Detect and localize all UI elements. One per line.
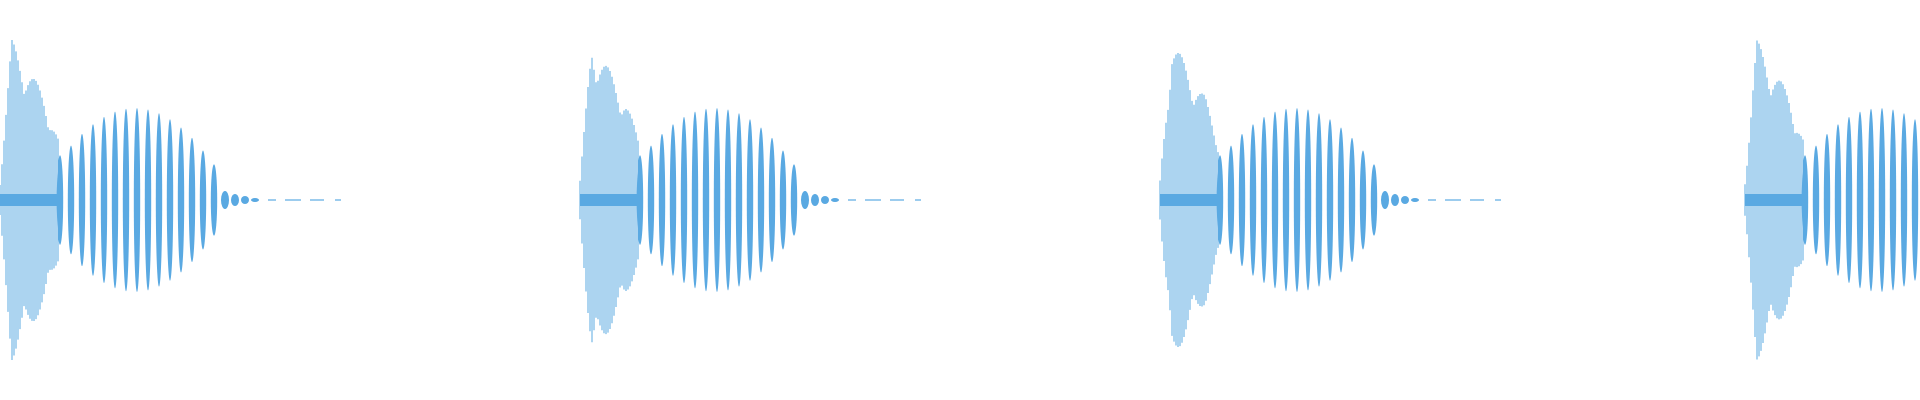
waveform-lobe [746,119,754,281]
waveform-lobe [680,116,688,284]
waveform-burst [0,40,341,360]
waveform-lobe [1370,164,1378,236]
waveform-lobe [691,111,699,289]
waveform-tail-lobe [1391,194,1399,206]
waveform-lobe [133,108,141,292]
waveform-lobe [1315,113,1323,287]
waveform-lobe [1271,111,1279,289]
waveform-lobe [122,108,130,292]
waveform-lobe [768,137,776,263]
waveform-lobe [67,145,75,255]
waveform-lobe [100,116,108,284]
waveform-lobe [1304,109,1312,291]
waveform-tail-lobe [251,198,259,202]
waveform-lobe [199,150,207,250]
waveform-tail-lobe [801,191,809,209]
waveform-body [580,194,640,206]
waveform-lobe [1293,108,1301,292]
waveform-tail-lobe [1381,191,1389,209]
waveform-lobe [155,113,163,287]
waveform-lobe [1834,124,1842,276]
waveform-lobe [1238,133,1246,267]
waveform-lobe [1260,116,1268,284]
waveform-lobe [1823,133,1831,267]
waveform-lobe [724,109,732,291]
waveform-lobe [1348,137,1356,263]
waveform-lobe [702,108,710,292]
waveform-lobe [89,124,97,276]
waveform-body [1160,194,1220,206]
waveform-lobe [1845,116,1853,284]
waveform-tail-lobe [231,194,239,206]
waveform-lobe [1359,150,1367,250]
waveform-tail-lobe [821,196,829,204]
waveform-lobe [1326,119,1334,281]
waveform-tail-lobe [1411,198,1419,202]
waveform-tail-lobe [831,198,839,202]
waveform-tail-lobe [221,191,229,209]
waveform-lobe [647,145,655,255]
waveform-tail-lobe [1401,196,1409,204]
waveform-tail-lobe [811,194,819,206]
waveform-body [1745,194,1805,206]
waveform-lobe [1249,124,1257,276]
waveform-lobe [78,133,86,267]
waveform-lobe [1900,113,1908,287]
waveform-lobe [1227,145,1235,255]
waveform-lobe [1337,127,1345,273]
waveform-lobe [111,111,119,289]
waveform-burst [579,57,921,343]
waveform-lobe [1878,108,1886,292]
waveform-lobe [188,137,196,263]
waveform-lobe [713,108,721,292]
waveform-tail-lobe [241,196,249,204]
waveform-body [0,194,60,206]
waveform-lobe [790,164,798,236]
waveform-lobe [757,127,765,273]
waveform-lobe [1889,109,1897,291]
waveform-lobe [1911,119,1919,281]
waveform-lobe [669,124,677,276]
waveform-lobe [779,150,787,250]
waveform-lobe [1856,111,1864,289]
waveform-lobe [1867,108,1875,292]
waveform-burst [1159,52,1501,348]
waveform-lobe [1812,145,1820,255]
waveform-lobe [166,119,174,281]
waveform-burst [1744,40,1919,360]
waveform-lobe [177,127,185,273]
waveform-lobe [1282,108,1290,292]
waveform-lobe [210,164,218,236]
waveform-lobe [735,113,743,287]
waveform-lobe [144,109,152,291]
waveform-lobe [658,133,666,267]
